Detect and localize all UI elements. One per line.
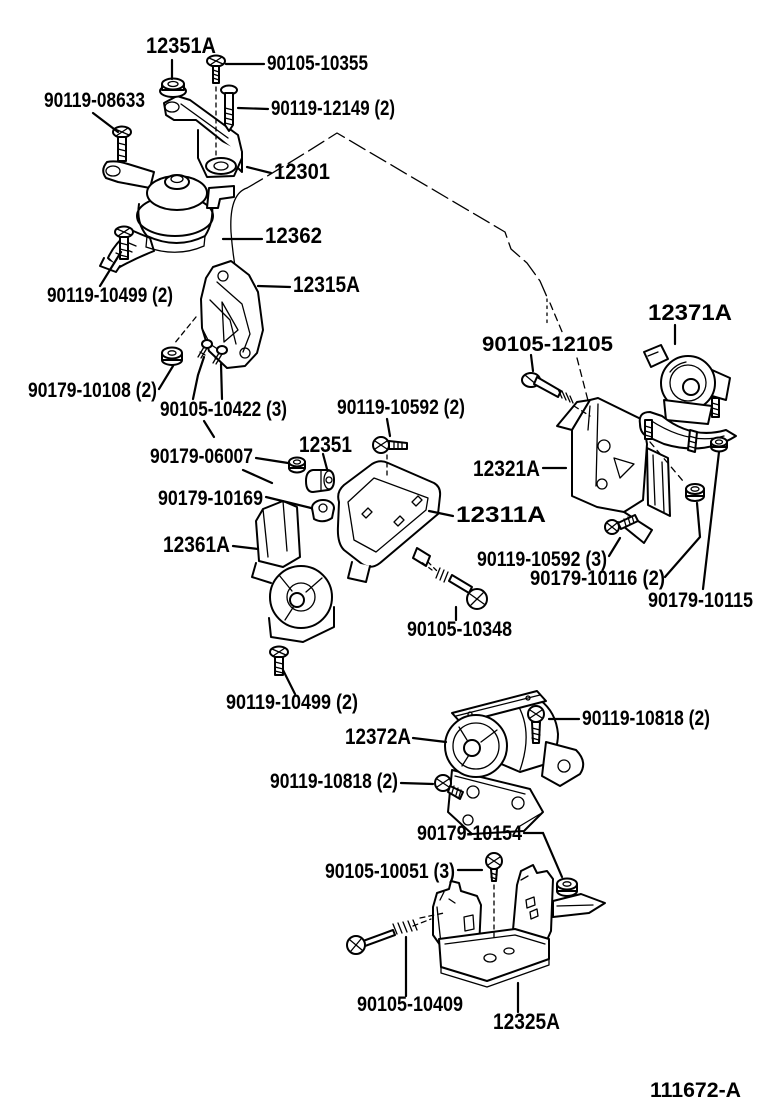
label-90119-12149: 90119-12149 (2): [271, 97, 395, 120]
leader-12361A: [231, 544, 260, 551]
label-12351: 12351: [299, 432, 352, 457]
leader-90105-10422-b: [219, 362, 224, 401]
leader-90119-08633: [91, 111, 120, 134]
part-12311A-bracket-drawing: [336, 460, 442, 583]
leader-12311A: [427, 509, 455, 518]
bolt-90119-10499-top-drawing: [114, 225, 134, 260]
label-90105-10422: 90105-10422 (3): [160, 398, 287, 421]
bolt-90119-12149-drawing: [220, 84, 238, 132]
stud-90105-10422-drawing: [197, 339, 228, 365]
label-12315A: 12315A: [293, 272, 360, 297]
leader-90179-10154: [522, 831, 564, 879]
part-12361A-insulator-drawing: [251, 500, 335, 643]
nut-90179-10154-drawing: [556, 877, 578, 897]
leader-90179-10116: [663, 501, 702, 579]
label-90119-08633: 90119-08633: [44, 89, 145, 112]
bolt-90119-10592-2-drawing: [372, 436, 408, 454]
leader-12315A: [256, 284, 292, 289]
label-90105-10355: 90105-10355: [267, 52, 368, 75]
screw-90105-10051-drawing: [485, 852, 503, 882]
drawing-number: 111672-A: [650, 1079, 741, 1102]
leader-90105-10422-a: [191, 355, 206, 401]
label-90105-10348: 90105-10348: [407, 618, 512, 641]
label-12311A: 12311A: [456, 502, 546, 527]
nut-90179-10116-drawing: [685, 483, 705, 502]
label-12301: 12301: [274, 159, 330, 184]
label-90119-10818-left: 90119-10818 (2): [270, 770, 398, 793]
leader-90179-06007: [254, 456, 290, 465]
grommet-90179-10169-drawing: [311, 499, 335, 523]
label-90105-12105: 90105-12105: [482, 333, 613, 356]
nut-90179-10108-drawing: [161, 346, 183, 366]
label-90119-10592-2: 90119-10592 (2): [337, 396, 465, 419]
leader-90119-10592-3: [607, 536, 622, 558]
leader-90105-12105: [529, 353, 535, 373]
leader-12372A: [411, 736, 448, 744]
label-90179-10169: 90179-10169: [158, 487, 263, 510]
leader-12351: [321, 452, 329, 471]
leader-12301: [245, 165, 273, 175]
leader-90179-06007-b: [241, 468, 274, 485]
bolt-90119-10592-3-drawing: [604, 514, 639, 535]
label-12321A: 12321A: [473, 456, 540, 481]
bolt-90105-10409-drawing: [346, 912, 445, 955]
bolt-90119-10818-left-drawing: [434, 774, 464, 800]
part-12362-insulator-drawing: [99, 160, 235, 273]
label-90179-10154: 90179-10154: [417, 822, 522, 845]
bolt-90105-12105-drawing: [521, 372, 574, 404]
leader-90119-10499-bottom: [281, 668, 297, 696]
bolt-90105-10355-drawing: [206, 54, 226, 84]
nut-90179-10115-drawing: [710, 436, 728, 453]
leader-lines: [91, 58, 721, 1014]
label-12371A: 12371A: [648, 300, 732, 325]
bolt-90119-10499-bottom-drawing: [269, 645, 289, 676]
part-labels: 12351A 90105-10355 90119-08633 90119-121…: [28, 33, 753, 1034]
label-12361A: 12361A: [163, 532, 230, 557]
label-12325A: 12325A: [493, 1009, 560, 1034]
label-90179-10115: 90179-10115: [648, 589, 753, 612]
label-90179-10108: 90179-10108 (2): [28, 379, 157, 402]
part-12372A-insulator-drawing: [444, 690, 585, 835]
label-90119-10499-bottom: 90119-10499 (2): [226, 691, 358, 714]
label-90119-10818-right: 90119-10818 (2): [582, 707, 710, 730]
label-90119-10592-3: 90119-10592 (3): [477, 548, 607, 571]
grommet-12351-drawing: [305, 469, 335, 493]
nut-90179-06007-drawing: [288, 456, 306, 474]
leader-90119-10592-2: [385, 417, 392, 438]
label-90119-10499-top: 90119-10499 (2): [47, 284, 173, 307]
label-90105-10409: 90105-10409: [357, 993, 463, 1016]
leader-90119-10499-top: [98, 250, 123, 288]
label-12351A: 12351A: [146, 33, 216, 58]
part-12315A-bracket-drawing: [200, 260, 264, 369]
leader-90179-10108: [157, 364, 175, 391]
part-12325A-bracket-drawing: [412, 864, 606, 988]
bolt-90119-10818-right-drawing: [527, 705, 545, 744]
dashed-guides: [215, 86, 591, 939]
leader-90179-10115: [701, 450, 721, 591]
label-90105-10051: 90105-10051 (3): [325, 860, 455, 883]
nut-12351A-drawing: [159, 77, 187, 98]
label-90179-10116: 90179-10116 (2): [530, 567, 665, 590]
bolt-90119-08633-drawing: [112, 125, 132, 162]
label-12372A: 12372A: [345, 724, 411, 749]
leader-90119-10818-left: [399, 781, 435, 786]
leader-90179-10169: [264, 495, 313, 510]
leader-90105-10422-c: [202, 419, 216, 439]
part-12371A-insulator-drawing: [638, 344, 737, 502]
leader-90119-12149: [236, 106, 270, 111]
label-90179-06007: 90179-06007: [150, 445, 253, 468]
bolt-90105-10348-drawing: [419, 560, 488, 610]
label-12362: 12362: [265, 223, 322, 248]
